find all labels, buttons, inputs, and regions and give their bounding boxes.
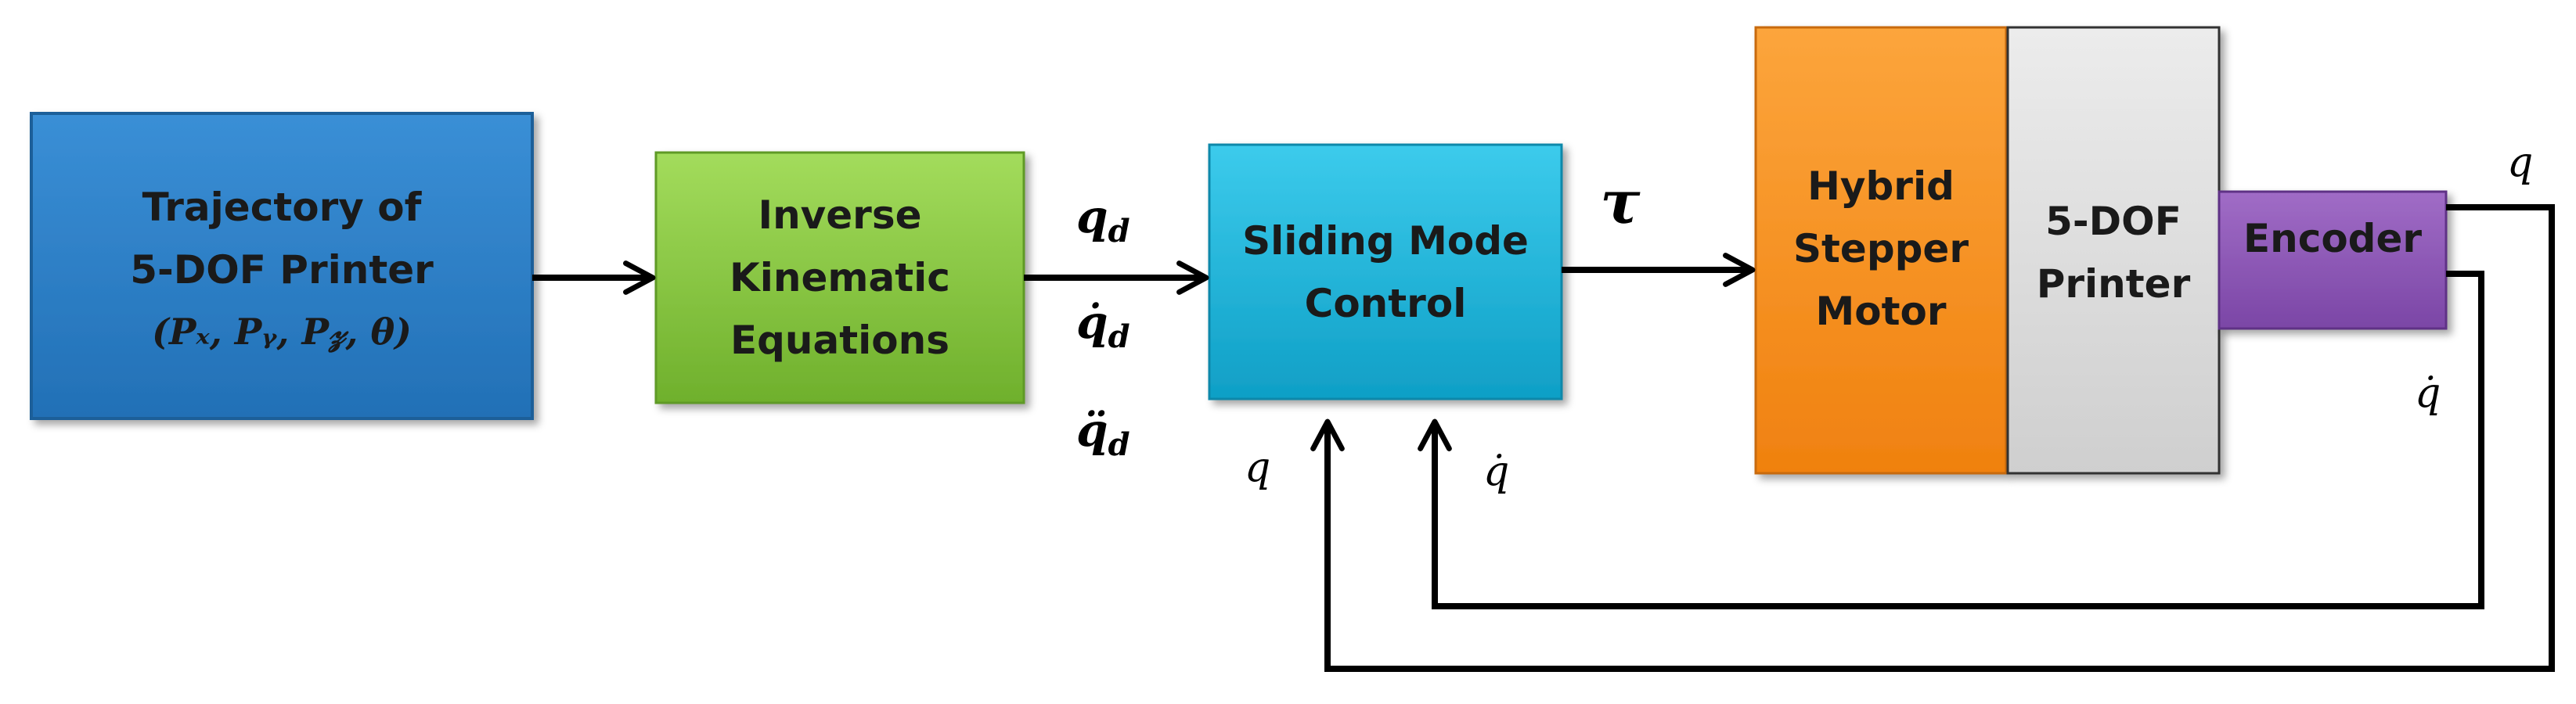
label-qd: qd bbox=[1076, 190, 1130, 250]
feedback-wire-q bbox=[1310, 204, 2555, 672]
label-tau: τ bbox=[1600, 167, 1641, 237]
label-qd-ddot: q̈d bbox=[1076, 404, 1130, 463]
label-qd-dot: q̇d bbox=[1076, 296, 1130, 355]
label-qdot-out: q̇ bbox=[2415, 370, 2441, 417]
printer-line1: 5-DOF bbox=[2045, 199, 2181, 244]
signal-labels: qd q̇d q̈d τ q q̇ q q̇ bbox=[1076, 139, 2533, 495]
motor-line1: Hybrid bbox=[1807, 163, 1955, 209]
ik-line1: Inverse bbox=[758, 192, 921, 238]
label-qdot-feedback: q̇ bbox=[1483, 448, 1509, 495]
motor-line3: Motor bbox=[1815, 289, 1946, 334]
smc-line2: Control bbox=[1305, 281, 1467, 326]
hybrid-stepper-motor-block: Hybrid Stepper Motor bbox=[1754, 26, 2008, 475]
trajectory-line2: 5-DOF Printer bbox=[130, 247, 434, 293]
feedback-wire-qdot bbox=[1418, 271, 2484, 609]
trajectory-block: Trajectory of 5-DOF Printer (Pₓ, Pᵧ, P𝓏,… bbox=[30, 112, 534, 420]
label-q-feedback: q bbox=[1245, 444, 1270, 491]
smc-line1: Sliding Mode bbox=[1242, 218, 1529, 264]
printer-line2: Printer bbox=[2037, 261, 2191, 307]
signal-wires bbox=[532, 204, 2555, 672]
motor-line2: Stepper bbox=[1793, 226, 1969, 271]
encoder-label: Encoder bbox=[2243, 216, 2422, 261]
trajectory-line1: Trajectory of bbox=[142, 185, 423, 230]
ik-line3: Equations bbox=[730, 318, 949, 363]
encoder-block: Encoder bbox=[2218, 190, 2448, 330]
printer-block: 5-DOF Printer bbox=[2006, 26, 2221, 475]
inverse-kinematics-block: Inverse Kinematic Equations bbox=[654, 151, 1025, 404]
sliding-mode-control-block: Sliding Mode Control bbox=[1208, 143, 1563, 400]
label-q-out: q bbox=[2507, 139, 2533, 186]
ik-line2: Kinematic bbox=[730, 255, 950, 300]
trajectory-formula: (Pₓ, Pᵧ, P𝓏, θ) bbox=[152, 311, 412, 353]
